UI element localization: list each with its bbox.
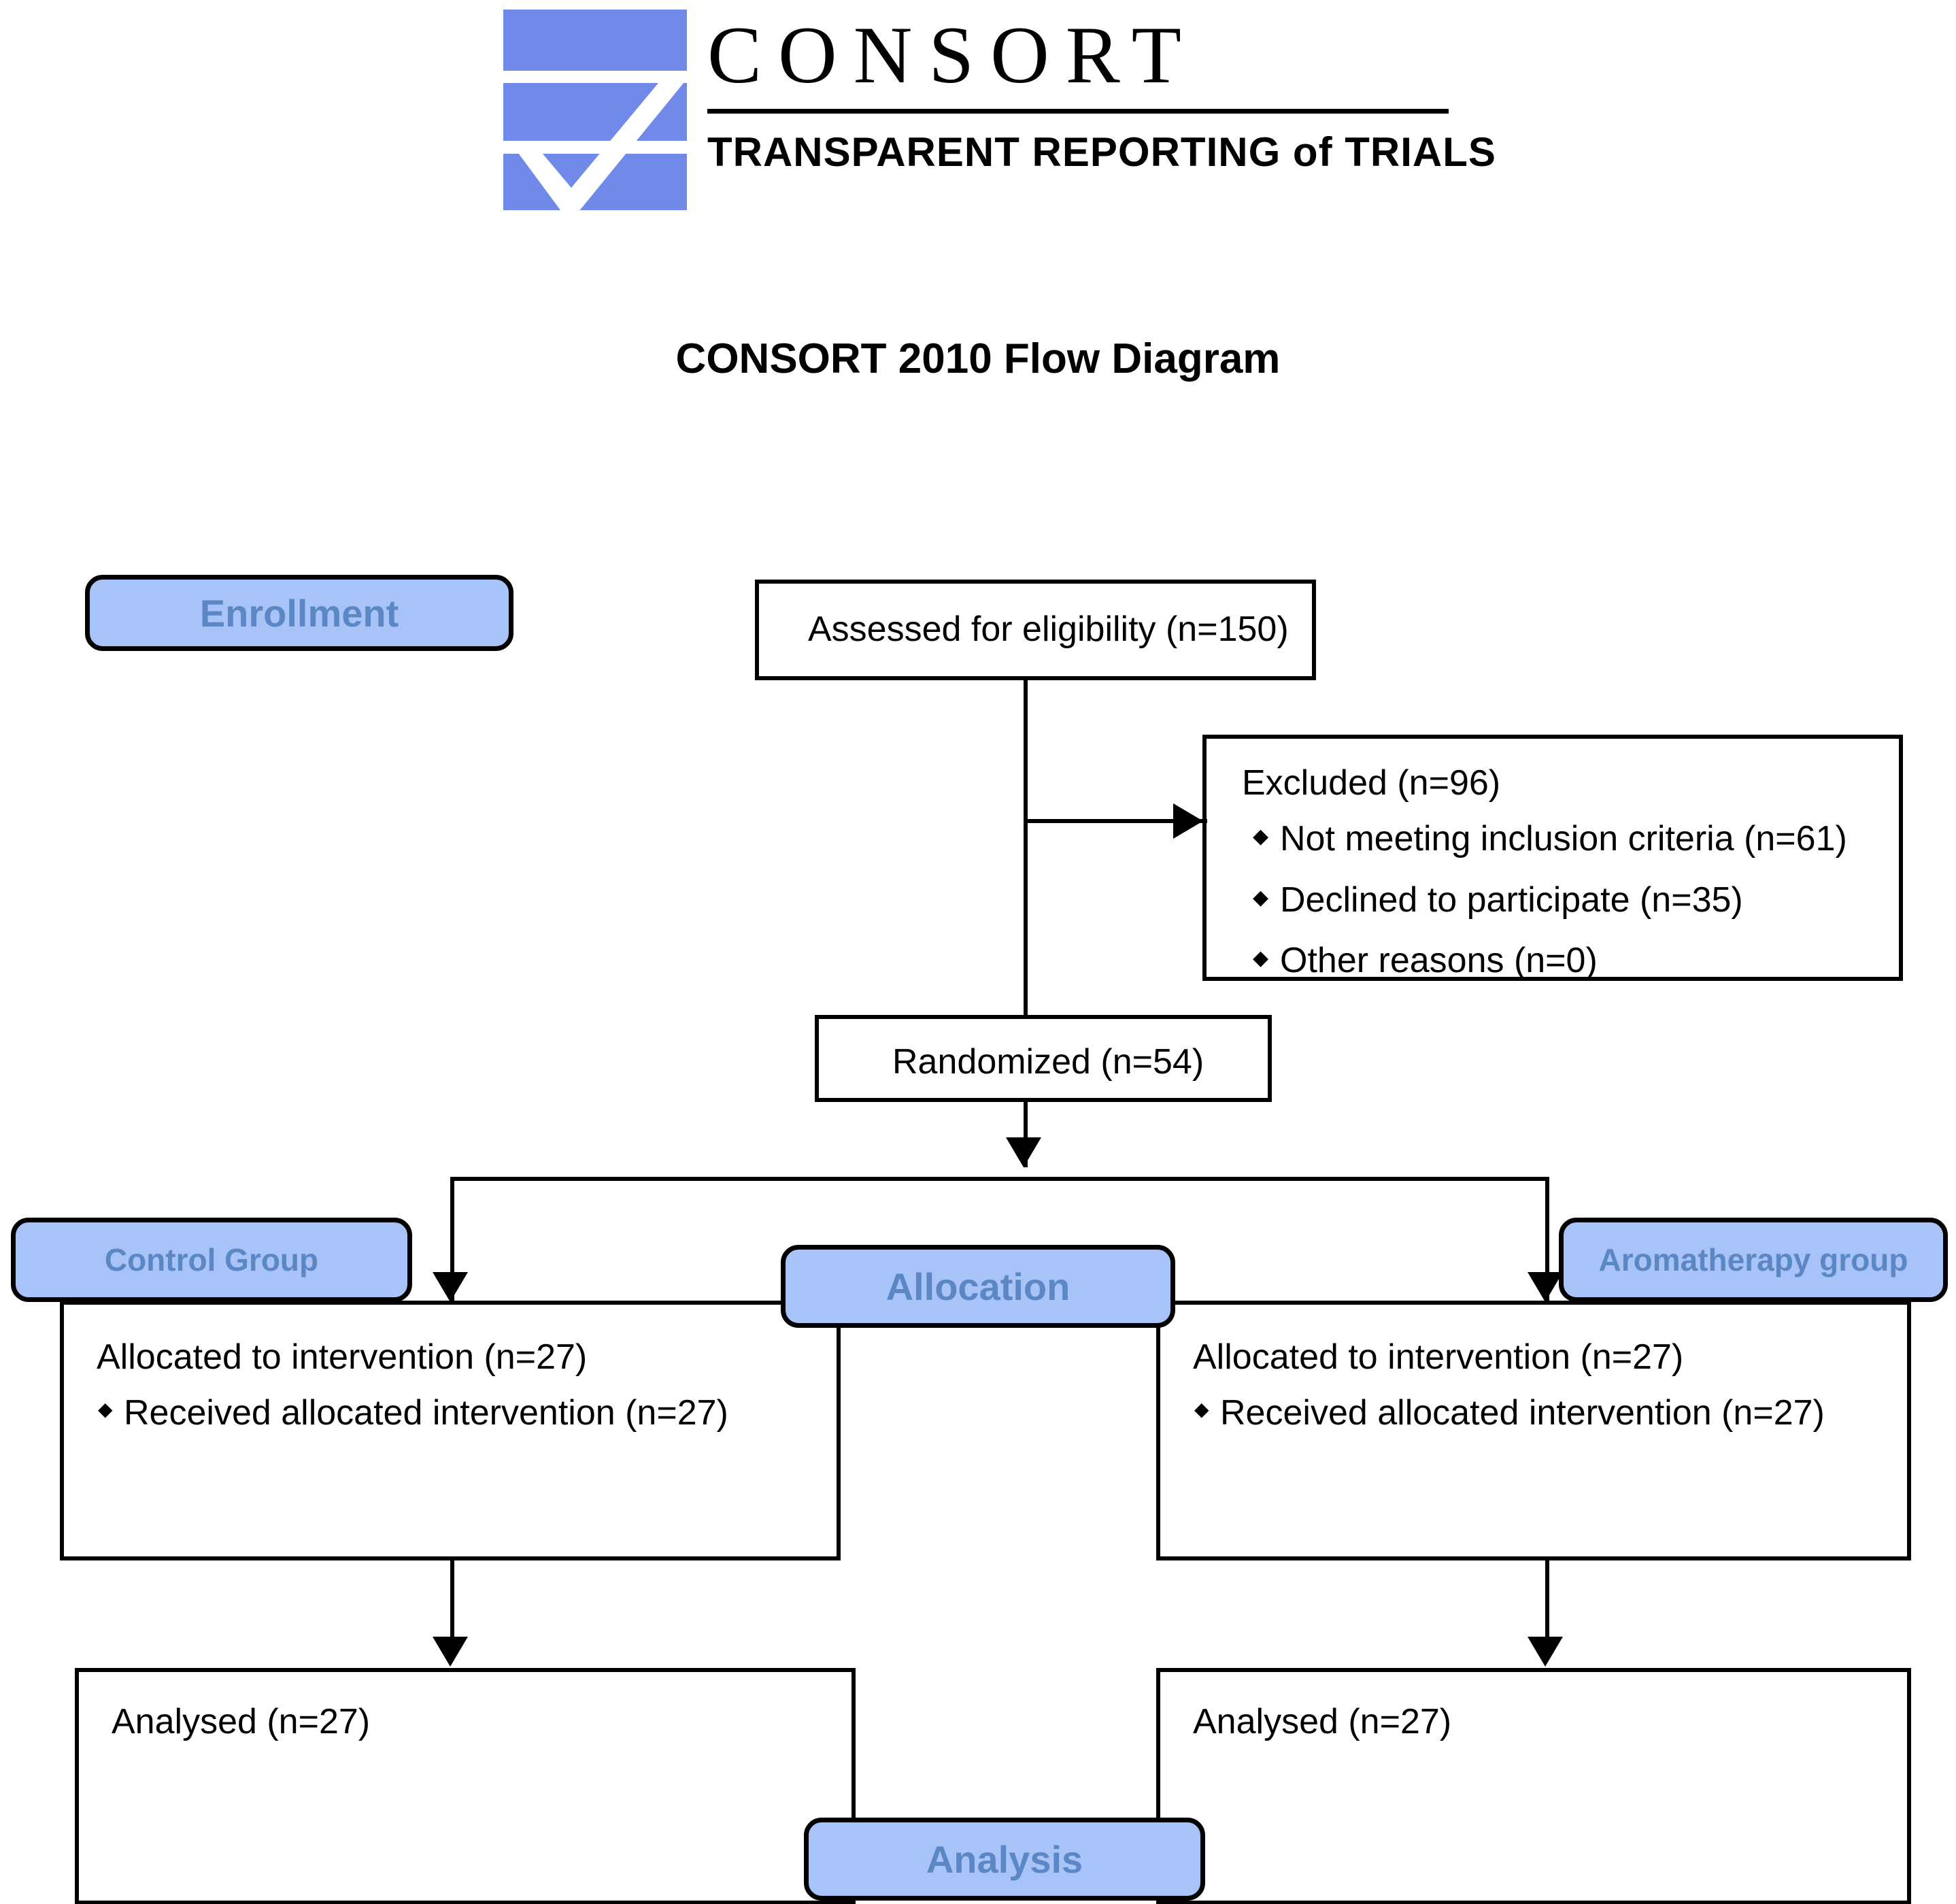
- stage-badge-control-group-label: Control Group: [104, 1242, 319, 1277]
- logo-tagline: TRANSPARENT REPORTING of TRIALS: [707, 129, 1496, 176]
- arrow-allocation-left-icon: [433, 1272, 468, 1302]
- node-allocation-left-heading: Allocated to intervention (n=27): [97, 1337, 588, 1377]
- arrow-analysed-left-icon: [433, 1637, 468, 1667]
- connector-randomized-down: [1024, 1102, 1028, 1167]
- stage-badge-control-group: Control Group: [11, 1218, 412, 1302]
- consort-logo: CONSORT TRANSPARENT REPORTING of TRIALS: [503, 10, 1496, 214]
- node-excluded-reason-list: Not meeting inclusion criteria (n=61) De…: [1242, 816, 1899, 984]
- connector-split-horizontal: [450, 1177, 1549, 1181]
- connector-to-excluded: [1024, 819, 1207, 823]
- logo-bar-top: [503, 10, 687, 71]
- stage-badge-aromatherapy-group-label: Aromatherapy group: [1598, 1242, 1908, 1277]
- node-allocation-right-heading: Allocated to intervention (n=27): [1193, 1337, 1684, 1377]
- list-item: Received allocated intervention (n=27): [97, 1390, 837, 1437]
- connector-split-right: [1545, 1177, 1549, 1303]
- node-randomized-text: Randomized (n=54): [892, 1042, 1204, 1082]
- node-assessed-for-eligibility: Assessed for eligibility (n=150): [755, 580, 1316, 680]
- stage-badge-allocation-label: Allocation: [886, 1265, 1070, 1308]
- stage-badge-analysis: Analysis: [804, 1818, 1205, 1901]
- node-analysed-right: Analysed (n=27): [1156, 1668, 1911, 1904]
- node-randomized: Randomized (n=54): [815, 1015, 1272, 1102]
- consort-logo-text: CONSORT TRANSPARENT REPORTING of TRIALS: [707, 10, 1496, 176]
- connector-right-to-analysed: [1545, 1560, 1549, 1653]
- page-title: CONSORT 2010 Flow Diagram: [675, 335, 1281, 382]
- list-item: Received allocated intervention (n=27): [1193, 1390, 1907, 1437]
- stage-badge-analysis-label: Analysis: [926, 1837, 1083, 1881]
- node-assessed-text: Assessed for eligibility (n=150): [808, 609, 1289, 649]
- node-allocation-left: Allocated to intervention (n=27) Receive…: [60, 1301, 841, 1560]
- arrow-randomized-down-icon: [1006, 1137, 1041, 1167]
- node-allocation-right: Allocated to intervention (n=27) Receive…: [1156, 1301, 1911, 1560]
- node-analysed-right-text: Analysed (n=27): [1193, 1702, 1452, 1741]
- node-allocation-right-list: Received allocated intervention (n=27): [1193, 1390, 1907, 1437]
- logo-wordmark: CONSORT: [707, 10, 1198, 100]
- stage-badge-aromatherapy-group: Aromatherapy group: [1559, 1218, 1948, 1302]
- arrow-allocation-right-icon: [1528, 1272, 1563, 1302]
- list-item: Not meeting inclusion criteria (n=61): [1242, 816, 1899, 863]
- connector-split-left: [450, 1177, 454, 1303]
- connector-left-to-analysed: [450, 1560, 454, 1653]
- logo-divider: [707, 109, 1449, 114]
- stage-badge-enrollment-label: Enrollment: [199, 591, 399, 635]
- list-item: Declined to participate (n=35): [1242, 878, 1899, 924]
- stage-badge-allocation: Allocation: [781, 1245, 1175, 1328]
- node-excluded: Excluded (n=96) Not meeting inclusion cr…: [1202, 735, 1903, 981]
- arrow-analysed-right-icon: [1528, 1637, 1563, 1667]
- node-excluded-heading: Excluded (n=96): [1242, 763, 1501, 803]
- arrow-to-excluded-icon: [1173, 803, 1203, 839]
- list-item: Other reasons (n=0): [1242, 938, 1899, 984]
- node-analysed-left-text: Analysed (n=27): [112, 1702, 371, 1741]
- node-allocation-left-list: Received allocated intervention (n=27): [97, 1390, 837, 1437]
- stage-badge-enrollment: Enrollment: [85, 575, 513, 651]
- consort-logo-mark-icon: [503, 10, 687, 214]
- connector-assessed-to-randomized: [1024, 680, 1028, 1017]
- checkmark-icon: [518, 70, 687, 214]
- node-analysed-left: Analysed (n=27): [75, 1668, 856, 1904]
